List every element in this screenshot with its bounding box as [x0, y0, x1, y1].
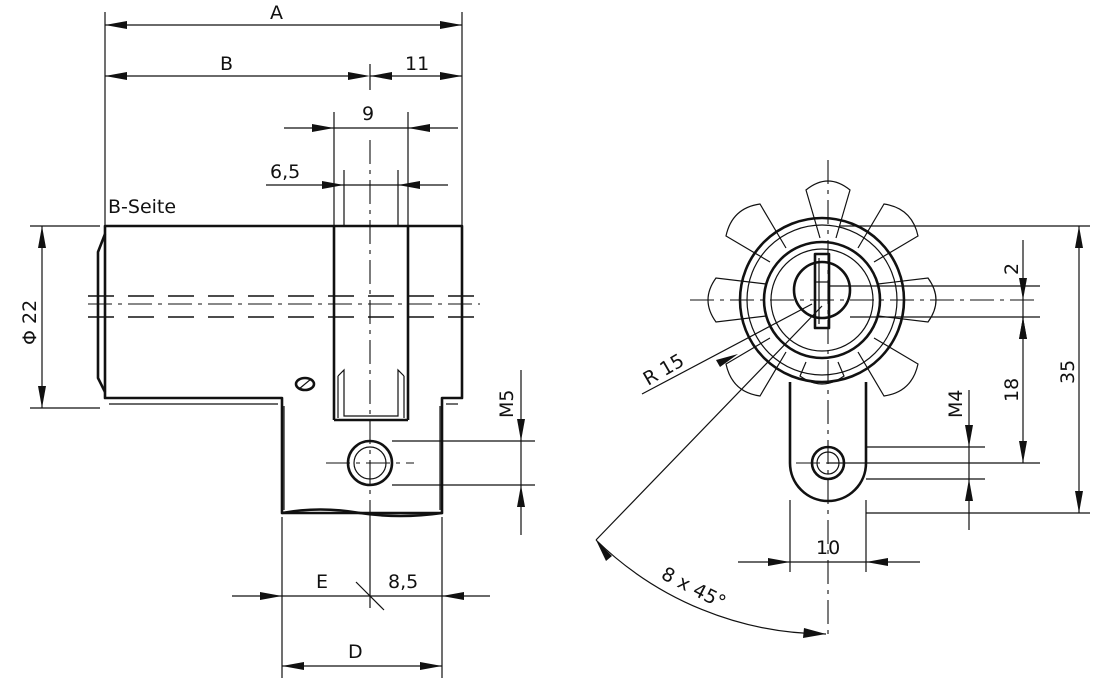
dimension-diameter-22: Φ 22: [19, 225, 100, 409]
dimension-e: E 8,5: [232, 571, 490, 611]
cylinder-body-outline: [96, 224, 464, 518]
dimension-11-label: 11: [405, 53, 429, 75]
dimension-9: 9: [284, 103, 458, 132]
dimension-r15: R 15: [640, 303, 813, 395]
dimension-d: D: [282, 641, 442, 670]
dimension-m4-label: M4: [945, 390, 967, 418]
key-slot: [813, 252, 831, 330]
dimension-10: 10: [738, 500, 920, 572]
dimension-6-5-label: 6,5: [270, 161, 300, 183]
dimension-d-label: D: [348, 641, 363, 663]
dimension-18-label: 18: [1001, 378, 1023, 402]
dimension-r15-label: R 15: [640, 350, 689, 391]
dimension-18: 18: [1001, 317, 1027, 463]
dimension-m5-label: M5: [496, 390, 518, 418]
dimension-m4: M4: [945, 390, 973, 530]
dimension-9-label: 9: [362, 103, 374, 125]
dimension-11: 11: [370, 53, 462, 80]
b-side-label: B-Seite: [108, 196, 176, 218]
dimension-10-label: 10: [816, 537, 840, 559]
oval-hole: [294, 376, 316, 392]
dimension-35: 35: [1057, 226, 1083, 513]
side-view: A B 11 9 6,5 B-Seit: [19, 2, 535, 678]
dimension-e-label: E: [316, 571, 328, 593]
dimension-8-5-label: 8,5: [388, 571, 418, 593]
front-view: 2 18 35 M4 R 15: [595, 160, 1090, 640]
dimension-a-label: A: [270, 2, 283, 24]
dimension-m5: M5: [392, 370, 535, 535]
dimension-b: B: [105, 53, 370, 80]
dimension-2-label: 2: [1001, 263, 1023, 275]
dimension-b-label: B: [220, 53, 233, 75]
star-cam-lobes: [707, 180, 937, 397]
dimension-diameter-22-label: Φ 22: [19, 300, 41, 345]
dimension-a: A: [105, 2, 462, 29]
dimension-6-5: 6,5: [266, 161, 448, 189]
dimension-35-label: 35: [1057, 360, 1079, 384]
cam-slot: [332, 226, 410, 422]
